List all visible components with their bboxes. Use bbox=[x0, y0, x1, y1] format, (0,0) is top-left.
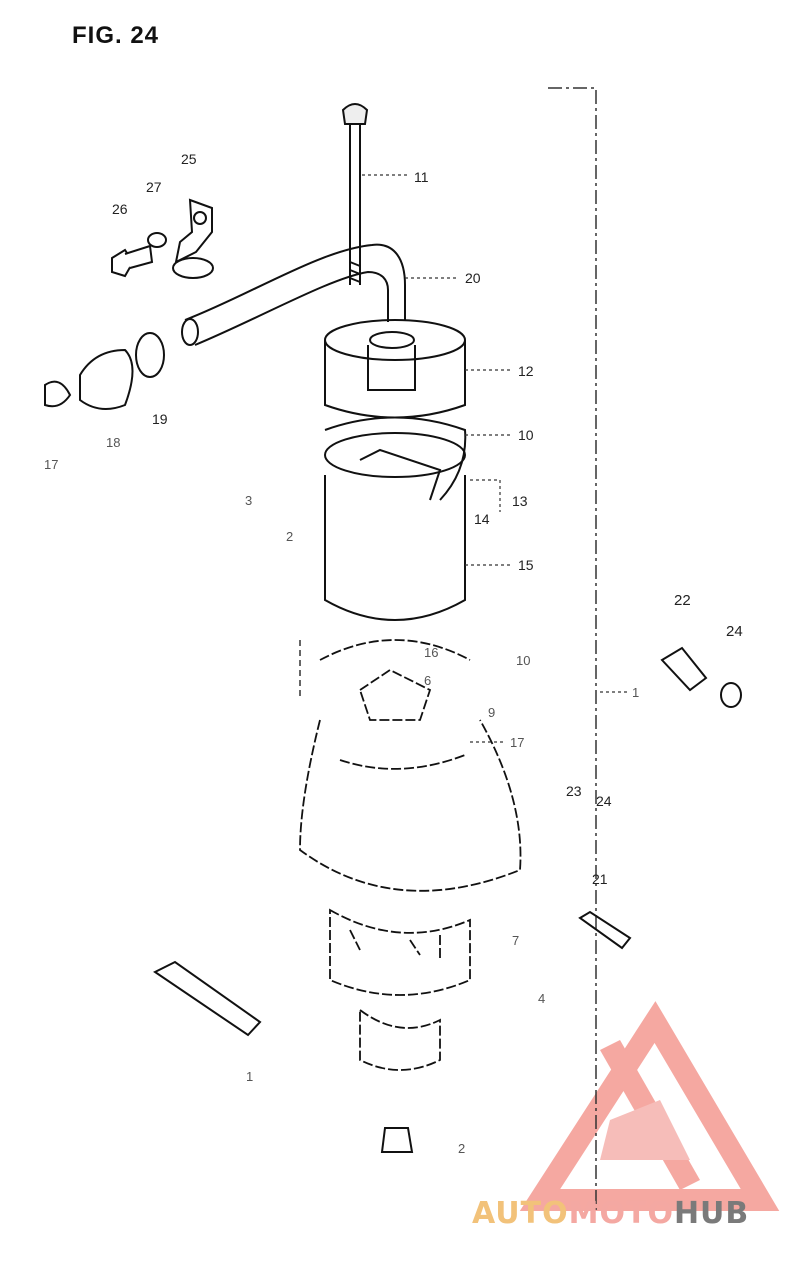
callout-6: 6 bbox=[424, 673, 432, 688]
bolt-26 bbox=[111, 244, 154, 278]
callout-2: 2 bbox=[286, 529, 294, 544]
washer-27 bbox=[147, 232, 167, 248]
callout-1-lower: 1 bbox=[246, 1069, 254, 1084]
callout-23: 23 bbox=[566, 783, 582, 799]
callout-4: 4 bbox=[538, 991, 546, 1006]
watermark-logo bbox=[519, 1001, 780, 1211]
watermark-text: AUTOMOTOHUB bbox=[472, 1196, 749, 1231]
callout-11: 11 bbox=[414, 169, 429, 185]
callout-17-lower: 17 bbox=[510, 735, 525, 750]
callout-2-lower: 2 bbox=[458, 1141, 466, 1156]
callout-18: 18 bbox=[106, 435, 121, 450]
watermark-moto: MOTO bbox=[568, 1196, 674, 1231]
callout-27: 27 bbox=[146, 179, 162, 195]
callout-17: 17 bbox=[44, 457, 59, 472]
callout-26: 26 bbox=[112, 201, 128, 217]
callout-10-lower: 10 bbox=[516, 653, 531, 668]
callout-7: 7 bbox=[512, 933, 520, 948]
callout-10: 10 bbox=[518, 427, 534, 443]
callout-12: 12 bbox=[518, 363, 534, 379]
hose-20 bbox=[181, 243, 406, 346]
callout-25: 25 bbox=[181, 151, 197, 167]
callout-13: 13 bbox=[512, 493, 528, 509]
clamp-25 bbox=[172, 198, 214, 279]
motor-housing bbox=[324, 319, 467, 621]
frame-lines bbox=[299, 87, 597, 1210]
callout-16: 16 bbox=[424, 645, 439, 660]
callout-22: 22 bbox=[674, 592, 691, 609]
bolt-lower-left bbox=[153, 960, 262, 1037]
callout-15: 15 bbox=[518, 557, 534, 573]
watermark-auto: AUTO bbox=[472, 1196, 569, 1231]
callout-1: 1 bbox=[632, 685, 640, 700]
pin-21 bbox=[578, 910, 632, 950]
bolt-22 bbox=[660, 646, 742, 708]
callout-24: 24 bbox=[726, 623, 743, 640]
callout-3: 3 bbox=[245, 493, 253, 508]
pump-body bbox=[299, 639, 522, 1071]
callout-24-lower: 24 bbox=[596, 793, 612, 809]
bolt-11 bbox=[341, 103, 369, 285]
leader-lines bbox=[362, 174, 628, 743]
callout-19: 19 bbox=[152, 411, 168, 427]
plug-bottom bbox=[380, 1127, 414, 1153]
callout-14: 14 bbox=[474, 511, 490, 527]
fitting-18-19 bbox=[44, 332, 165, 410]
figure-title: FIG. 24 bbox=[72, 22, 160, 49]
watermark-hub: HUB bbox=[673, 1196, 750, 1231]
callout-9: 9 bbox=[488, 705, 496, 720]
callout-20: 20 bbox=[465, 270, 481, 286]
callout-21: 21 bbox=[592, 871, 608, 887]
